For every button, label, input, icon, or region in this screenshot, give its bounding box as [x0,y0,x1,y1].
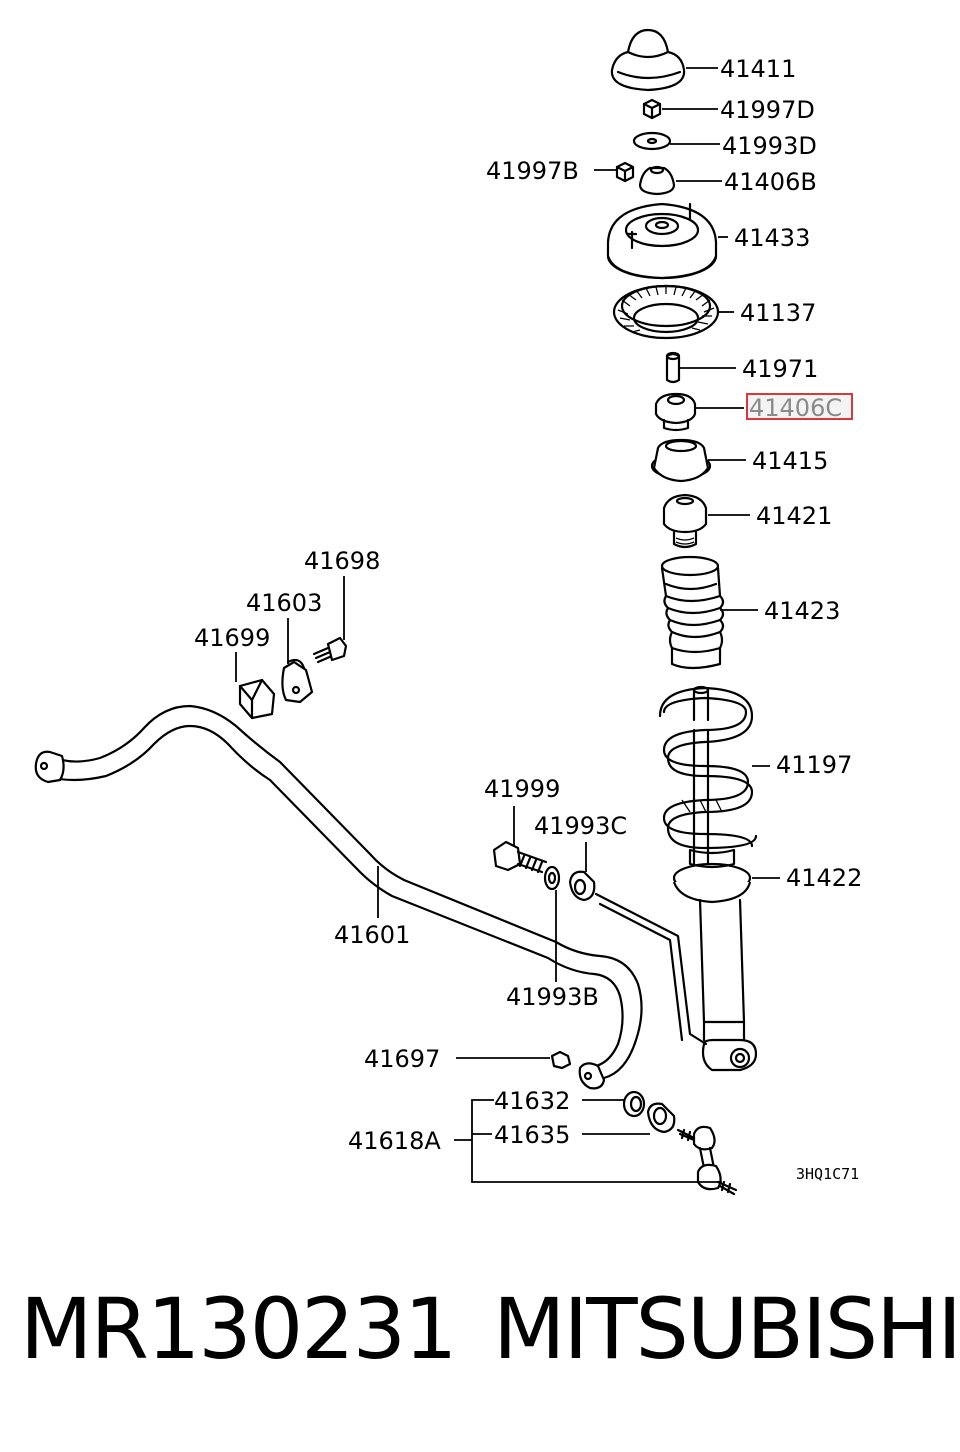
brand-name: MITSUBISHI [493,1280,960,1378]
drawing-code: 3HQ1C71 [796,1165,859,1183]
leader-lines [235,67,780,1183]
part-41406B-bushing [638,165,676,196]
part-41406C-bushing [654,392,697,432]
label-41698: 41698 [304,547,380,575]
part-41997D-nut [642,98,662,120]
part-41603-bracket [281,658,314,704]
label-41635: 41635 [494,1121,570,1149]
part-41635-bushing [646,1102,676,1134]
part-41411-cap [610,28,686,92]
part-41137-spring-pad [612,284,720,340]
label-41603: 41603 [246,589,322,617]
part-41433-strut-mount [606,202,718,280]
label-41422: 41422 [786,864,862,892]
label-41697: 41697 [364,1045,440,1073]
label-41423: 41423 [764,597,840,625]
link-rod-outline [598,902,684,1042]
part-41423-dust-boot [660,555,725,670]
part-41993B-washer [543,865,561,891]
label-41406C: 41406C [749,394,842,422]
label-41618A: 41618A [348,1127,441,1155]
part-41421-bump-stop [662,493,708,549]
label-41406B: 41406B [724,168,817,196]
highlight-box [746,393,853,420]
part-41601-stabilizer-bar [34,704,643,1090]
part-41697-nut [550,1050,572,1070]
label-41993D: 41993D [722,132,817,160]
label-41137: 41137 [740,299,816,327]
part-41422-shock-absorber [672,848,758,1072]
part-41993D-washer [632,131,672,151]
label-41421: 41421 [756,502,832,530]
label-41632: 41632 [494,1087,570,1115]
part-number: MR130231 [20,1280,457,1378]
part-41993C-bushing [568,870,596,902]
label-41433: 41433 [734,224,810,252]
footer-caption: MR130231 MITSUBISHI [0,1280,960,1400]
label-41971: 41971 [742,355,818,383]
part-41632-ring [622,1090,646,1118]
part-41999-bolt [492,840,548,874]
part-41415-cup [650,438,712,483]
part-41997B-nut [615,161,635,183]
label-41993B: 41993B [506,983,599,1011]
label-41997B: 41997B [486,157,579,185]
link-rod [594,892,708,1046]
label-41999: 41999 [484,775,560,803]
label-41993C: 41993C [534,812,627,840]
part-41699-bar-bushing [238,678,276,720]
exploded-parts-diagram: 41411 41997D 41993D 41997B 41406B 41433 … [34,28,862,1196]
part-41197-coil-spring [658,685,758,872]
label-41601: 41601 [334,921,410,949]
part-41698-bolt [312,636,348,664]
label-41197: 41197 [776,751,852,779]
part-41971-collar [665,351,681,384]
label-41415: 41415 [752,447,828,475]
part-41618A-stabilizer-link [676,1125,738,1196]
label-41411: 41411 [720,55,796,83]
label-41997D: 41997D [720,96,815,124]
label-41699: 41699 [194,624,270,652]
